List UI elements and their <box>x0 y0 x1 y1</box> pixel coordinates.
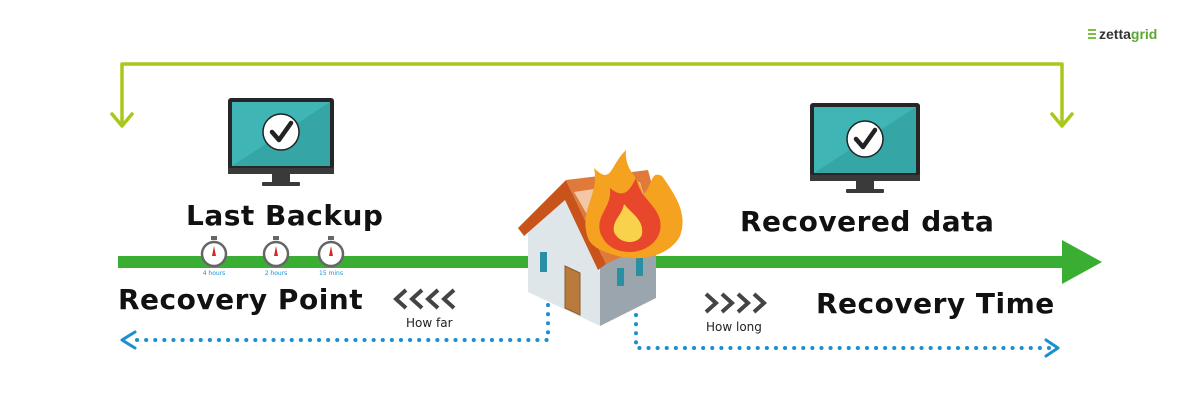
logo-mark-icon <box>1088 29 1096 39</box>
stopwatch-icon <box>317 236 345 268</box>
dotted-arrow-recovery-time <box>634 313 1060 358</box>
recovered-data-label: Recovered data <box>740 205 995 238</box>
dotted-arrow-recovery-point <box>120 303 550 350</box>
house-fire-icon <box>518 150 683 326</box>
loop-arrow <box>110 62 1074 128</box>
logo-text: zetta <box>1099 26 1131 42</box>
stopwatch-label: 2 hours <box>265 270 288 277</box>
last-backup-label: Last Backup <box>186 199 384 232</box>
chevrons-right-icon <box>704 292 767 314</box>
recovery-time-label: Recovery Time <box>816 287 1055 320</box>
stopwatch-label: 4 hours <box>203 270 226 277</box>
stopwatch-icon <box>200 236 228 268</box>
stopwatch-label: 15 mins <box>319 270 343 277</box>
how-far-label: How far <box>406 316 453 330</box>
recovery-point-label: Recovery Point <box>118 283 364 316</box>
monitor-check-icon <box>228 98 334 186</box>
stopwatch-icon <box>262 236 290 268</box>
how-long-label: How long <box>706 320 762 334</box>
chevrons-left-icon <box>393 288 456 310</box>
logo-text-accent: grid <box>1130 26 1158 42</box>
monitor-check-icon <box>810 103 920 193</box>
